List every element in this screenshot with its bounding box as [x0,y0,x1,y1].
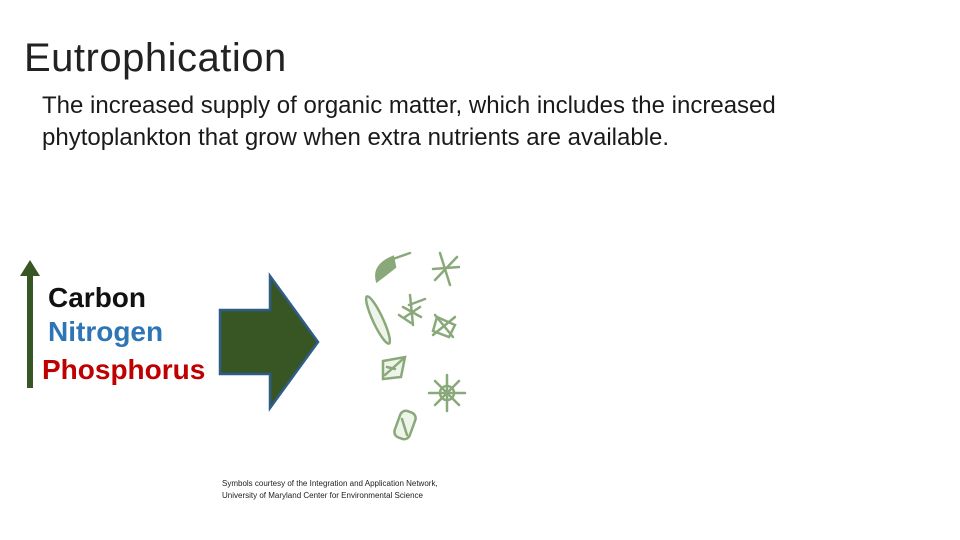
radiating-cell-icon [427,373,467,413]
credit-line-2: University of Maryland Center for Enviro… [222,491,423,500]
image-credit: Symbols courtesy of the Integration and … [222,478,438,502]
increase-arrow-icon [20,260,40,388]
chain-diatom-icon [431,313,457,339]
slide-subtitle: The increased supply of organic matter, … [42,92,776,151]
credit-line-1: Symbols courtesy of the Integration and … [222,479,438,488]
star-diatom-icon [431,251,461,287]
pennate-diatom-icon [364,295,392,345]
ceratium-icon [375,251,412,284]
spiny-cell-icon [397,293,427,327]
phosphorus-label: Phosphorus [42,354,206,385]
phytoplankton-icons [364,251,467,441]
nitrogen-label: Nitrogen [48,316,164,347]
right-arrow-icon [218,272,320,412]
leaf-diatom-icon [381,355,407,381]
carbon-label: Carbon [48,282,146,313]
pill-diatom-icon [393,409,417,441]
slide-title: Eutrophication [24,36,287,80]
